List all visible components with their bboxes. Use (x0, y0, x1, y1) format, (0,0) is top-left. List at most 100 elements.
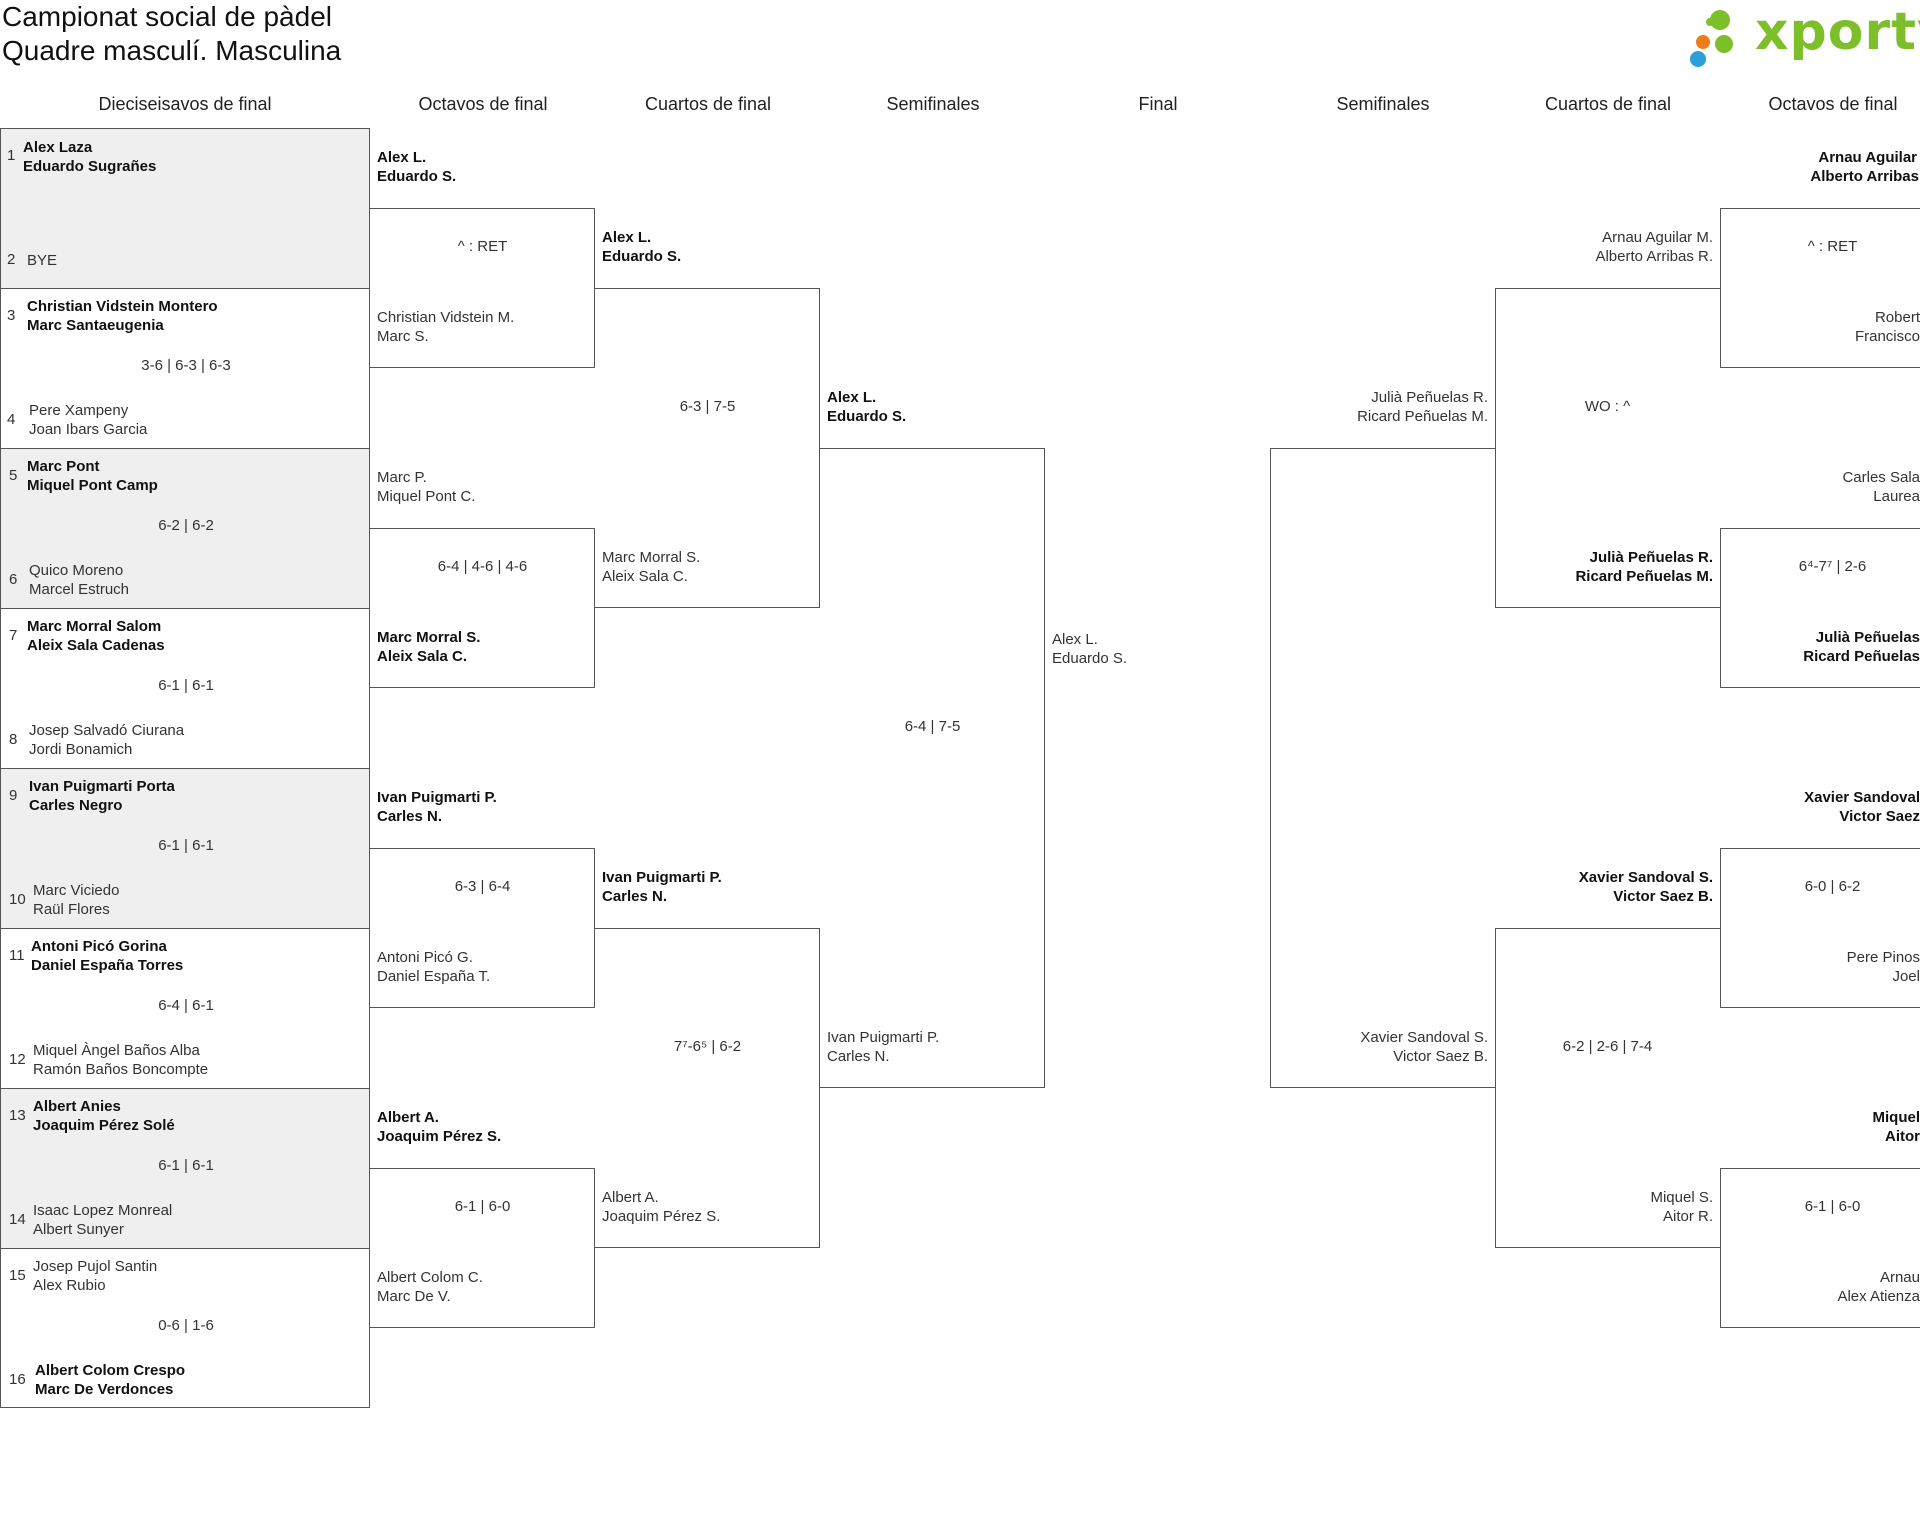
r32-match[interactable]: 13 Albert Anies Joaquim Pérez Solé 6-1 |… (0, 1088, 370, 1248)
bracket-connector (820, 448, 1045, 1088)
bracket-connector (1720, 528, 1920, 688)
player-name: Raül Flores (33, 901, 110, 918)
team-name: Pere Pinos (1846, 949, 1920, 966)
seed-number: 14 (9, 1211, 26, 1228)
r32-match[interactable]: 5 Marc Pont Miquel Pont Camp 6-2 | 6-2 6… (0, 448, 370, 608)
bracket-connector (595, 928, 820, 1248)
team-name: Alberto Arribas R. (1595, 248, 1713, 265)
player-name: Christian Vidstein Montero (27, 298, 218, 315)
match-score: 6-1 | 6-1 (158, 1157, 214, 1174)
player-name: Pere Xampeny (29, 402, 129, 419)
player-name: Marc Viciedo (33, 882, 120, 899)
title-line-2: Quadre masculí. Masculina (2, 35, 342, 66)
bracket-connector (1270, 448, 1495, 1088)
seed-number: 13 (9, 1107, 26, 1124)
player-name: Isaac Lopez Monreal (33, 1202, 173, 1219)
player-name: Marc Santaeugenia (27, 317, 164, 334)
team-name: Christian Vidstein M. (377, 309, 515, 326)
player-name: Marc Pont (27, 458, 100, 475)
team-name: Carles N. (602, 888, 668, 905)
team-name: Marc Morral S. (377, 629, 481, 646)
team-name: Francisco (1854, 328, 1920, 345)
r32-match[interactable]: 9 Ivan Puigmarti Porta Carles Negro 6-1 … (0, 768, 370, 928)
team-name: Marc P. (377, 469, 427, 486)
team-name: Alex L. (827, 389, 877, 406)
team-name: Arnau Aguilar (1818, 149, 1917, 166)
col-header-r32: Dieciseisavos de final (98, 94, 272, 114)
player-name: Albert Sunyer (33, 1221, 124, 1238)
player-name: Marc Morral Salom (27, 618, 162, 635)
col-header-r16-right: Octavos de final (1768, 94, 1898, 114)
team-name: Ivan Puigmarti P. (602, 869, 722, 886)
player-name: Antoni Picó Gorina (31, 938, 167, 955)
team-name: Ricard Peñuelas M. (1575, 568, 1713, 585)
team-name: Marc De V. (377, 1288, 451, 1305)
player-name: Alex Laza (23, 139, 93, 156)
seed-number: 2 (7, 251, 16, 268)
seed-number: 11 (9, 947, 25, 964)
team-name: Victor Saez B. (1393, 1048, 1488, 1065)
team-name: Joel (1892, 968, 1920, 985)
team-name: Aleix Sala C. (377, 648, 468, 665)
match-score: 6-0 | 6-2 (1804, 878, 1861, 895)
bracket-connector (370, 528, 595, 688)
team-name: Joaquim Pérez S. (602, 1208, 721, 1225)
player-name: Marcel Estruch (29, 581, 130, 598)
logo-wordmark: xporty (1755, 2, 1920, 62)
match-score: 6⁴-7⁷ | 2-6 (1798, 558, 1867, 575)
player-name: Joan Ibars Garcia (29, 421, 148, 438)
team-name: Julià Peñuelas R. (1371, 389, 1488, 406)
player-name: Miquel Àngel Baños Alba (33, 1042, 200, 1059)
team-name: Albert A. (602, 1189, 659, 1206)
seed-number: 1 (7, 147, 16, 164)
r32-match[interactable]: 7 Marc Morral Salom Aleix Sala Cadenas 6… (0, 608, 370, 768)
seed-number: 12 (9, 1051, 26, 1068)
team-name: Robert (1874, 309, 1920, 326)
col-header-r16-left: Octavos de final (418, 94, 548, 114)
match-score: ^ : RET (1807, 238, 1858, 255)
team-name: Albert A. (377, 1109, 439, 1126)
player-name: Ramón Baños Boncompte (33, 1061, 209, 1078)
match-score: 6-2 | 2-6 | 7-4 (1562, 1038, 1653, 1055)
team-name: Carles N. (377, 808, 443, 825)
bracket-connector (370, 848, 595, 1008)
match-score: ^ : RET (457, 238, 508, 255)
match-score: 6-4 | 6-1 (158, 997, 214, 1014)
player-name: Miquel Pont Camp (27, 477, 158, 494)
player-name: Josep Salvadó Ciurana (29, 722, 185, 739)
r32-match[interactable]: 1 Alex Laza Eduardo Sugrañes 2 BYE (0, 128, 370, 288)
team-name: Joaquim Pérez S. (377, 1128, 502, 1145)
match-score: 0-6 | 1-6 (158, 1317, 214, 1334)
team-name: Antoni Picó G. (377, 949, 473, 966)
player-name: Albert Colom Crespo (35, 1362, 186, 1379)
team-name: Albert Colom C. (377, 1269, 483, 1286)
col-header-final: Final (1138, 94, 1178, 114)
match-score: WO : ^ (1584, 398, 1631, 415)
team-name: Julià Peñuelas R. (1589, 549, 1713, 566)
team-name: Miquel S. (1650, 1189, 1713, 1206)
player-name: Quico Moreno (29, 562, 124, 579)
team-name: Miquel Pont C. (377, 488, 476, 505)
team-name: Marc S. (377, 328, 429, 345)
team-name: Eduardo S. (602, 248, 682, 265)
player-name: Eduardo Sugrañes (23, 158, 157, 175)
seed-number: 9 (9, 787, 18, 804)
team-name: Julià Peñuelas (1815, 629, 1920, 646)
r32-match[interactable]: 3 Christian Vidstein Montero Marc Santae… (0, 288, 370, 448)
r32-match[interactable]: 11 Antoni Picó Gorina Daniel España Torr… (0, 928, 370, 1088)
team-name: Marc Morral S. (602, 549, 701, 566)
seed-number: 3 (7, 307, 16, 324)
bracket-connector (370, 208, 595, 368)
player-name: BYE (27, 252, 58, 269)
match-score: 7⁷-6⁵ | 6-2 (673, 1038, 742, 1055)
team-name: Laurea (1873, 488, 1920, 505)
team-name: Alex L. (1052, 631, 1098, 648)
team-name: Xavier Sandoval S. (1360, 1029, 1488, 1046)
match-score: 6-1 | 6-1 (158, 677, 214, 694)
bracket-connector (1495, 288, 1720, 608)
team-name: Xavier Sandoval S. (1578, 869, 1713, 886)
player-name: Carles Negro (29, 797, 123, 814)
team-name: Carles Sala (1842, 469, 1920, 486)
r32-match[interactable]: 15 Josep Pujol Santin Alex Rubio 0-6 | 1… (0, 1248, 370, 1408)
